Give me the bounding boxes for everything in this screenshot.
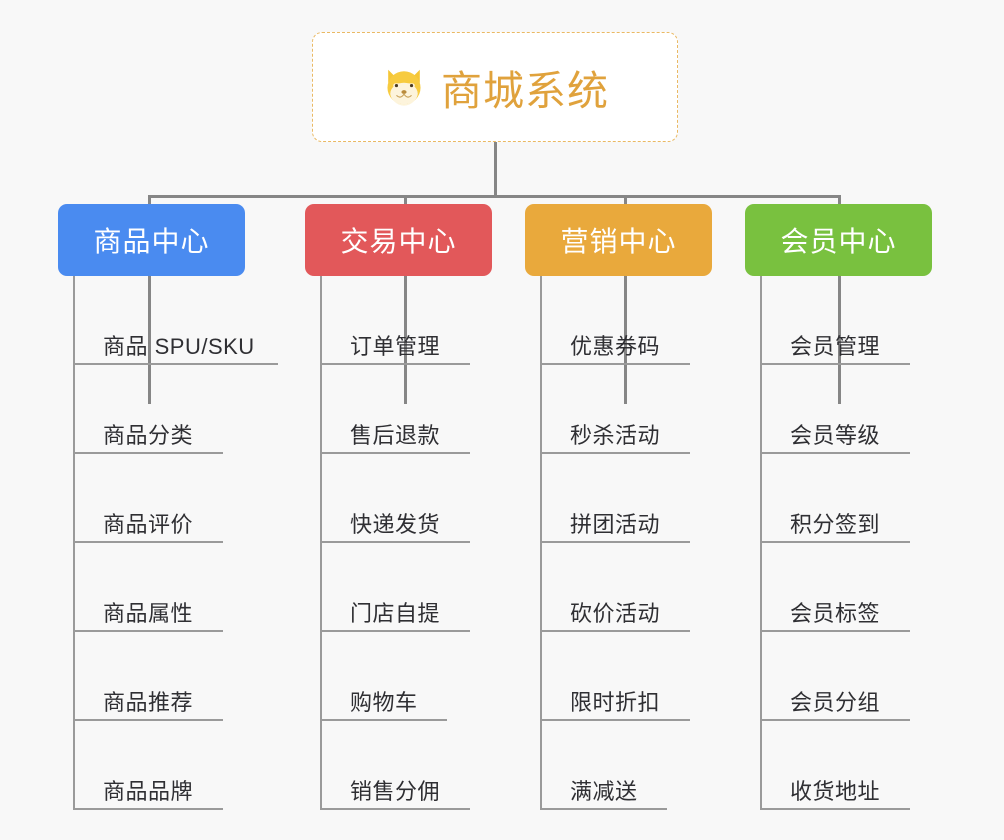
leaf-underline [760, 719, 910, 721]
leaf-label: 秒杀活动 [570, 423, 661, 448]
leaf-label: 售后退款 [350, 423, 441, 448]
list-item[interactable]: 商品品牌 [73, 721, 245, 810]
list-item[interactable]: 砍价活动 [540, 543, 712, 632]
category-header-member-center[interactable]: 会员中心 [745, 204, 932, 276]
leaf-label: 限时折扣 [570, 690, 661, 715]
list-item[interactable]: 售后退款 [320, 365, 492, 454]
leaf-underline [760, 808, 910, 810]
connector-bus [148, 195, 839, 198]
list-item[interactable]: 快递发货 [320, 454, 492, 543]
leaf-underline [540, 719, 690, 721]
leaf-label: 砍价活动 [570, 601, 661, 626]
leaf-label: 满减送 [570, 779, 638, 804]
leaf-underline [540, 363, 690, 365]
leaf-underline [73, 630, 223, 632]
leaf-underline [320, 630, 470, 632]
list-item[interactable]: 商品 SPU/SKU [73, 276, 278, 365]
leaf-underline [540, 630, 690, 632]
leaf-underline [760, 363, 910, 365]
list-item[interactable]: 销售分佣 [320, 721, 492, 810]
leaf-underline [73, 808, 223, 810]
leaf-label: 商品 SPU/SKU [103, 334, 255, 359]
leaf-underline [73, 719, 223, 721]
list-item[interactable]: 限时折扣 [540, 632, 712, 721]
list-item[interactable]: 积分签到 [760, 454, 932, 543]
leaf-underline [540, 541, 690, 543]
leaf-label: 销售分佣 [350, 779, 441, 804]
leaf-underline [320, 363, 470, 365]
connector-drop-3 [624, 195, 627, 404]
list-item[interactable]: 优惠券码 [540, 276, 712, 365]
list-item[interactable]: 秒杀活动 [540, 365, 712, 454]
leaf-label: 订单管理 [350, 334, 441, 359]
leaf-label: 快递发货 [350, 512, 441, 537]
branch-marketing-center: 营销中心 优惠券码 秒杀活动 拼团活动 砍价活动 限时折扣 [525, 204, 712, 826]
leaf-underline [760, 541, 910, 543]
list-item[interactable]: 订单管理 [320, 276, 492, 365]
leaf-label: 会员分组 [790, 690, 881, 715]
root-node[interactable]: 商城系统 [312, 32, 678, 142]
leaf-label: 门店自提 [350, 601, 441, 626]
leaf-label: 收货地址 [790, 779, 881, 804]
branch-trade-center: 交易中心 订单管理 售后退款 快递发货 门店自提 购物车 [305, 204, 492, 826]
category-label: 商品中心 [93, 226, 210, 257]
list-item[interactable]: 会员管理 [760, 276, 932, 365]
category-header-trade-center[interactable]: 交易中心 [305, 204, 492, 276]
list-item[interactable]: 商品推荐 [73, 632, 245, 721]
category-label: 会员中心 [780, 226, 897, 257]
leaf-label: 拼团活动 [570, 512, 661, 537]
leaf-label: 会员标签 [790, 601, 881, 626]
leaf-list-product-center: 商品 SPU/SKU 商品分类 商品评价 商品属性 商品推荐 商品品牌 [73, 276, 278, 810]
connector-drop-4 [838, 195, 841, 404]
leaf-underline [320, 808, 470, 810]
leaf-label: 会员等级 [790, 423, 881, 448]
leaf-label: 商品推荐 [103, 690, 194, 715]
category-label: 营销中心 [560, 226, 677, 257]
leaf-underline [73, 363, 278, 365]
list-item[interactable]: 门店自提 [320, 543, 492, 632]
leaf-label: 商品品牌 [103, 779, 194, 804]
category-label: 交易中心 [340, 226, 457, 257]
leaf-underline [73, 452, 223, 454]
connector-drop-2 [404, 195, 407, 404]
list-item[interactable]: 购物车 [320, 632, 492, 721]
connector-stem [494, 142, 497, 197]
leaf-label: 优惠券码 [570, 334, 661, 359]
list-item[interactable]: 会员标签 [760, 543, 932, 632]
leaf-label: 商品属性 [103, 601, 194, 626]
leaf-underline [320, 452, 470, 454]
list-item[interactable]: 收货地址 [760, 721, 932, 810]
connector-drop-1 [148, 195, 151, 404]
list-item[interactable]: 商品分类 [73, 365, 245, 454]
leaf-underline [320, 541, 470, 543]
leaf-underline [540, 808, 667, 810]
branch-product-center: 商品中心 商品 SPU/SKU 商品分类 商品评价 商品属性 商品推荐 [58, 204, 278, 826]
leaf-underline [540, 452, 690, 454]
leaf-label: 会员管理 [790, 334, 881, 359]
leaf-underline [760, 630, 910, 632]
branch-member-center: 会员中心 会员管理 会员等级 积分签到 会员标签 会员分组 [745, 204, 932, 826]
leaf-underline [760, 452, 910, 454]
list-item[interactable]: 商品属性 [73, 543, 245, 632]
category-header-product-center[interactable]: 商品中心 [58, 204, 245, 276]
list-item[interactable]: 会员等级 [760, 365, 932, 454]
list-item[interactable]: 商品评价 [73, 454, 245, 543]
list-item[interactable]: 满减送 [540, 721, 712, 810]
list-item[interactable]: 拼团活动 [540, 454, 712, 543]
leaf-list-member-center: 会员管理 会员等级 积分签到 会员标签 会员分组 收货地址 [760, 276, 932, 810]
leaf-underline [320, 719, 447, 721]
leaf-label: 积分签到 [790, 512, 881, 537]
leaf-label: 商品评价 [103, 512, 194, 537]
leaf-underline [73, 541, 223, 543]
dog-face-icon [381, 64, 427, 110]
leaf-label: 商品分类 [103, 423, 194, 448]
leaf-label: 购物车 [350, 690, 418, 715]
leaf-list-trade-center: 订单管理 售后退款 快递发货 门店自提 购物车 销售分佣 [320, 276, 492, 810]
root-title: 商城系统 [441, 68, 609, 114]
category-header-marketing-center[interactable]: 营销中心 [525, 204, 712, 276]
list-item[interactable]: 会员分组 [760, 632, 932, 721]
leaf-list-marketing-center: 优惠券码 秒杀活动 拼团活动 砍价活动 限时折扣 满减送 [540, 276, 712, 810]
